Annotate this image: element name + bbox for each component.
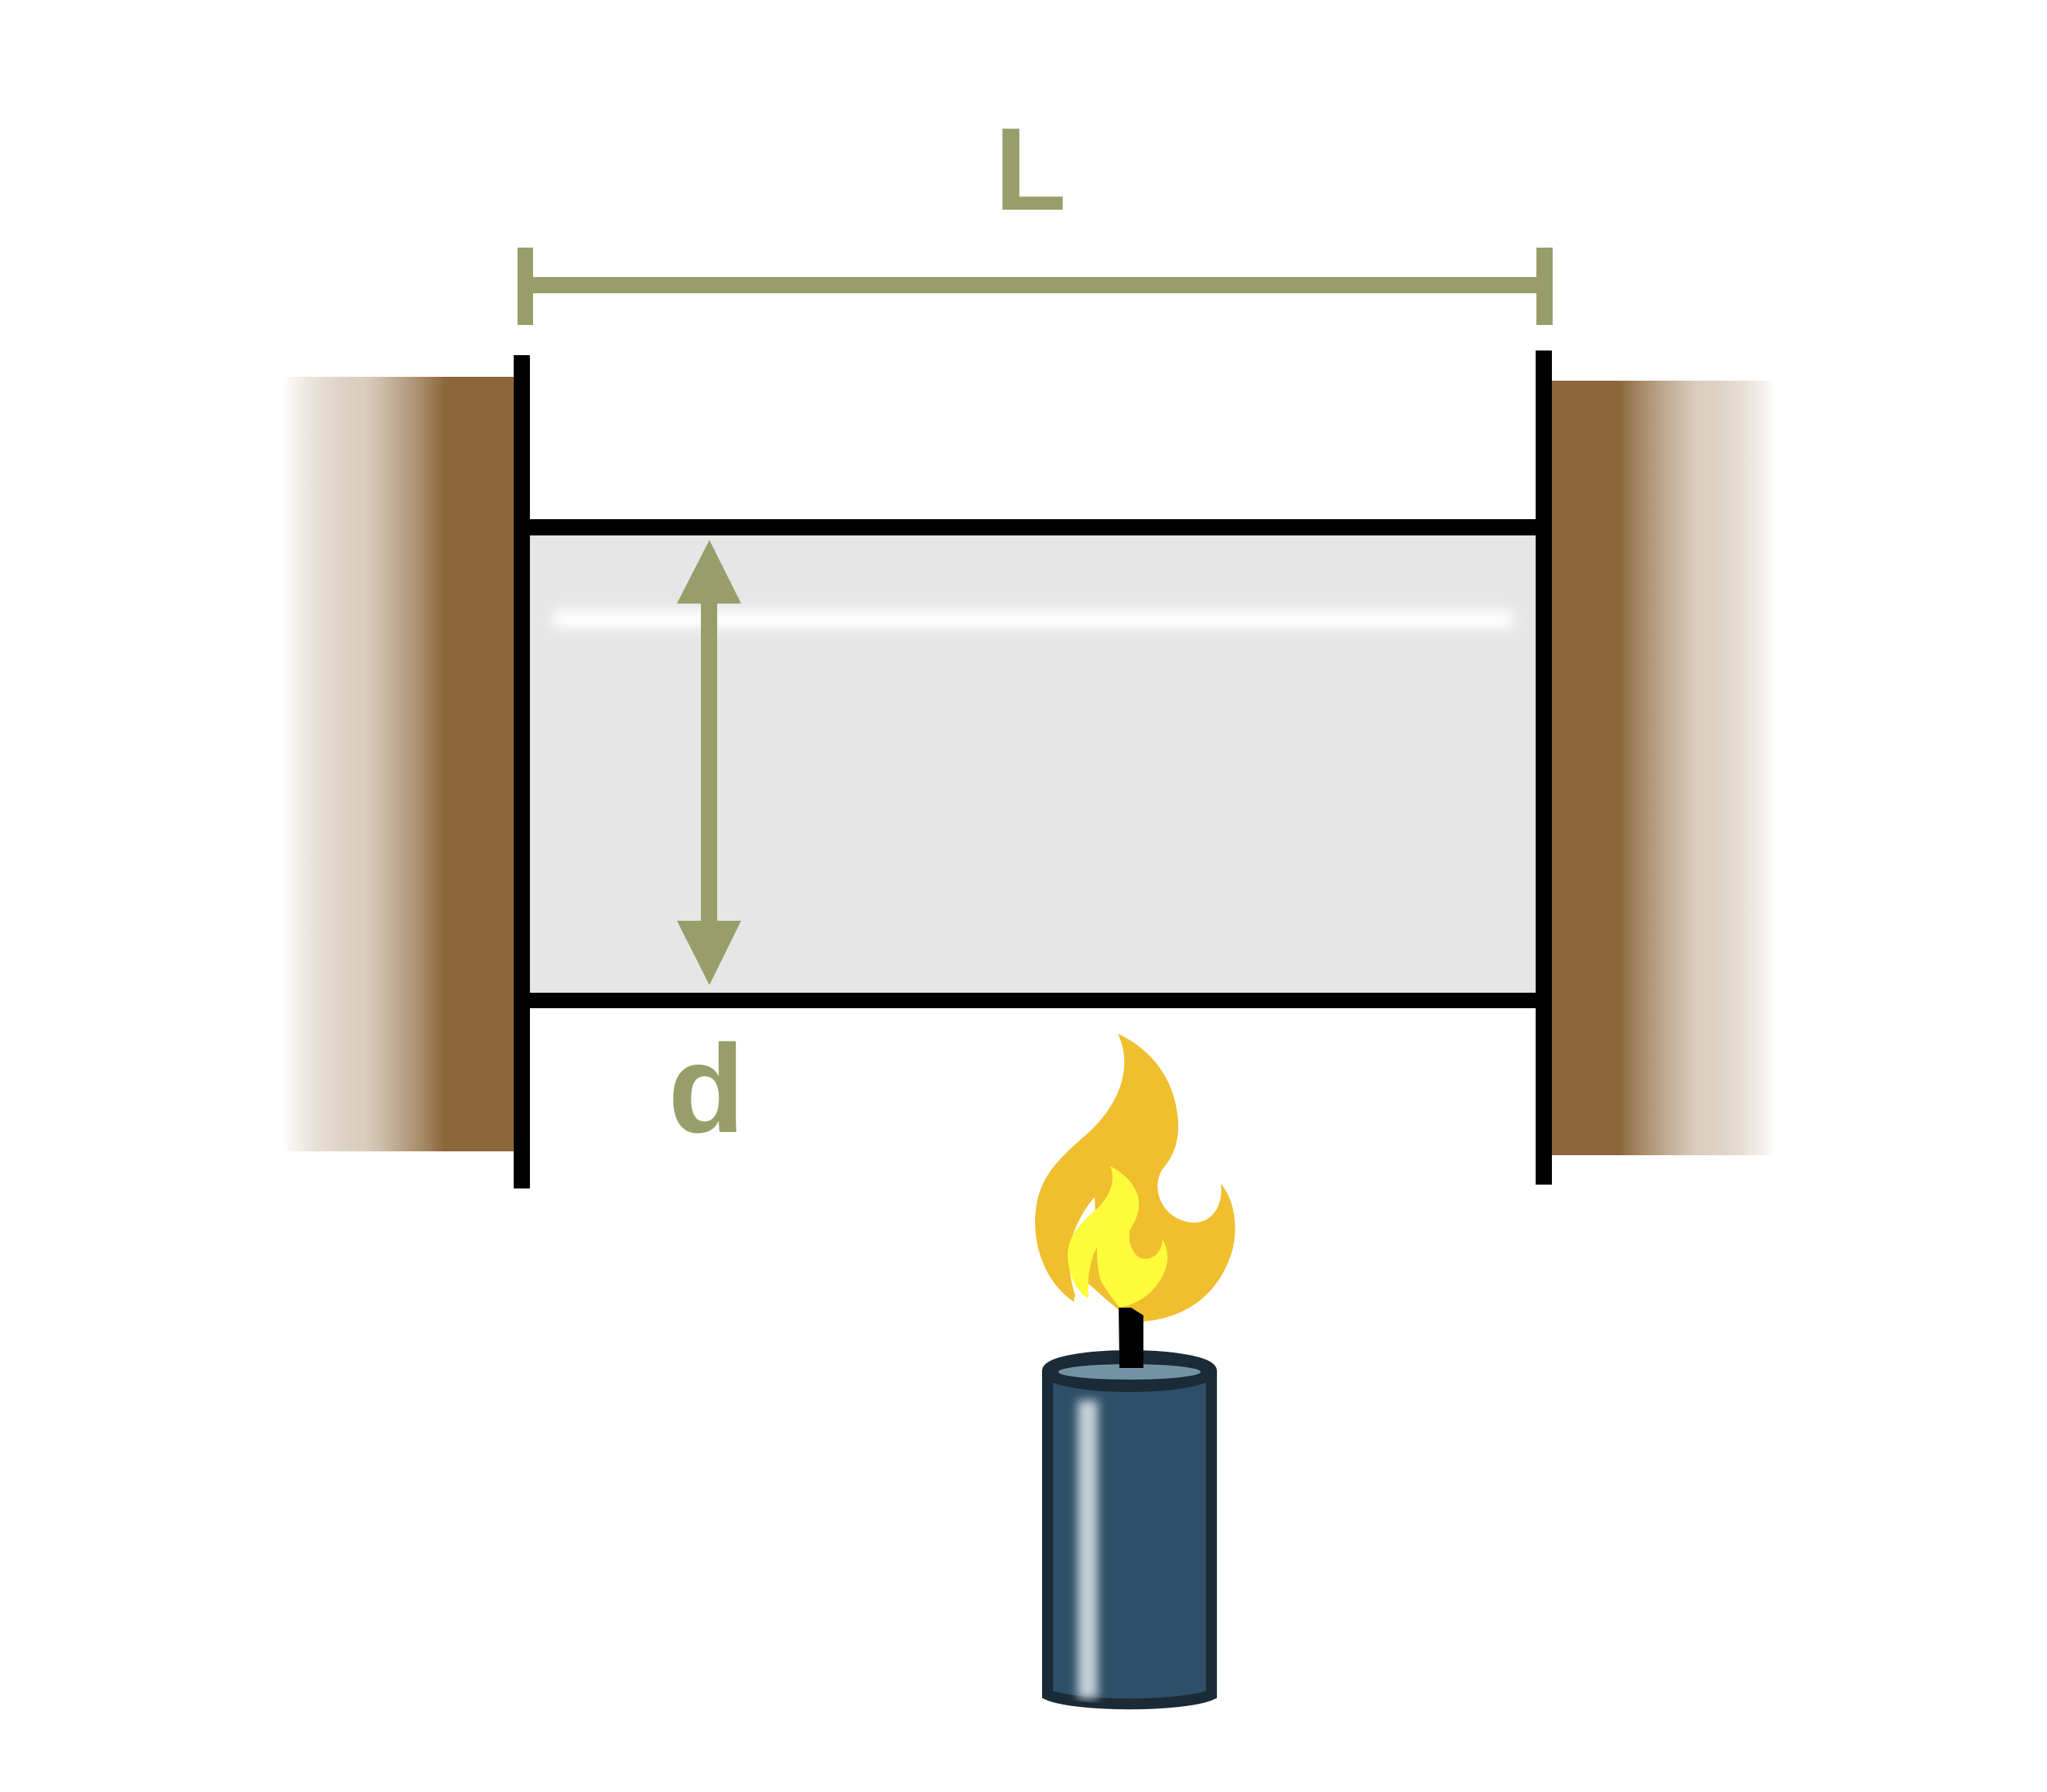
left-wall-edge xyxy=(514,355,530,1188)
candle-highlight xyxy=(1078,1400,1098,1698)
arrow-down-head xyxy=(677,921,741,985)
flame-inner-icon xyxy=(1068,1166,1168,1308)
left-wall xyxy=(282,377,514,1151)
slab xyxy=(514,519,1552,1008)
slab-bottom-edge xyxy=(514,993,1552,1008)
length-tick-right xyxy=(1536,248,1553,325)
thickness-label: d xyxy=(668,1019,745,1159)
slab-highlight xyxy=(553,610,1512,628)
length-tick-left xyxy=(518,248,533,325)
slab-top-edge xyxy=(514,519,1552,535)
right-wall-edge xyxy=(1536,351,1552,1185)
thickness-dimension: d xyxy=(668,540,745,1159)
arrow-shaft xyxy=(701,602,717,922)
arrow-up-head xyxy=(677,540,741,604)
candle-body xyxy=(1042,1372,1217,1710)
length-dimension: L xyxy=(518,104,1553,325)
right-wall xyxy=(1552,381,1776,1155)
length-label: L xyxy=(995,104,1067,235)
wick-base xyxy=(1119,1346,1143,1368)
candle-top-surface xyxy=(1058,1364,1201,1380)
length-line xyxy=(533,277,1536,293)
candle xyxy=(1035,1034,1235,1710)
